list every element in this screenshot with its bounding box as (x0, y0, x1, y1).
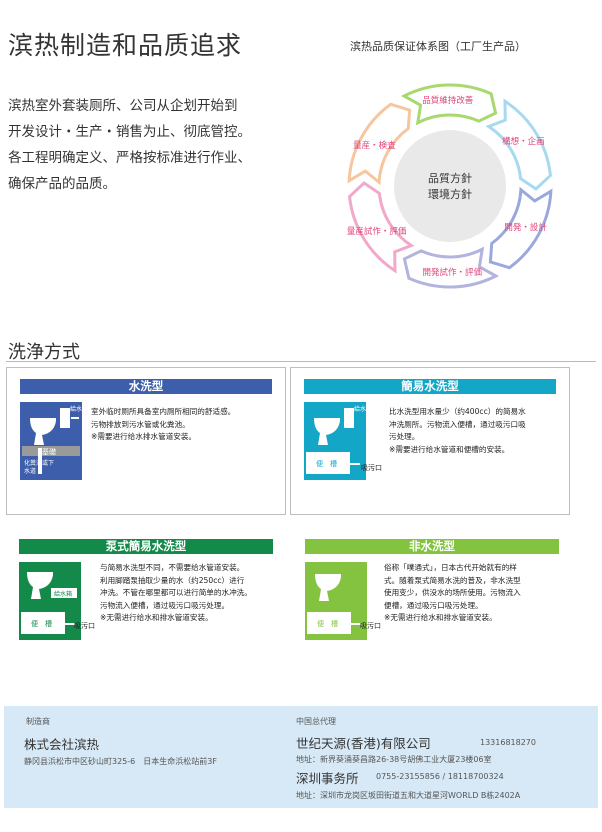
cycle-center-label: 環境方針 (428, 187, 472, 201)
water-supply-tag: 給水 (354, 406, 367, 413)
description-line: 利用脚踏泵抽取少量的水（约250cc）进行 (100, 575, 245, 585)
card-water-flush: 水洗型 給水 基礎 化粪池或下水道 室外临时厕所具备室内厕所相同的舒适感。 污物… (6, 367, 286, 515)
cycle-diagram-title: 滨热品质保证体系图（工厂生产品） (350, 40, 526, 53)
tank-label: 便 槽 (316, 460, 337, 468)
intro-paragraph: 滨热室外套装厕所、公司从企划开始到 开发设计・生产・销售为止、彻底管控。 各工程… (8, 93, 298, 197)
pump-toilet-icon: 給水箱 便 槽 (19, 562, 81, 640)
card-title: 非水洗型 (305, 539, 559, 554)
card-description: 室外临时厕所具备室内厕所相同的舒适感。 污物排放到污水管或化粪池。 ※需要进行给… (91, 406, 281, 444)
outlet-label: 吸污口 (361, 464, 382, 472)
agent-name: 世纪天源(香港)有限公司 (296, 736, 431, 751)
cycle-step-label: 品質維持改善 (422, 95, 474, 106)
outlet-label: 吸污口 (360, 622, 381, 630)
description-line: ※无需进行给水和排水管道安装。 (100, 613, 213, 622)
cycle-step-arrow (347, 102, 412, 186)
description-line: 俗称「噗通式」，日本古代开始就有的样 (384, 563, 517, 572)
description-line: 冲洗厕所。污物流入便槽，通过吸污口吸 (389, 419, 526, 429)
card-description: 俗称「噗通式」，日本古代开始就有的样 式。随着泵式简易水洗的普及，非水洗型 使用… (384, 562, 566, 625)
description-line: ※需要进行给水排水管道安装。 (91, 432, 197, 441)
section-divider (6, 361, 596, 362)
flush-toilet-icon: 給水 基礎 化粪池或下水道 (20, 402, 82, 480)
cycle-center-label: 品質方針 (428, 171, 472, 185)
card-non-flush: 非水洗型 便 槽 吸污口 俗称「噗通式」，日本古代开始就有的样 式。随着泵式简易… (292, 530, 570, 650)
quality-cycle-diagram: 品質維持改善構想・企画開発・設計開発試作・評価 量産試作・評価量産・検査品質方針環… (330, 60, 570, 310)
card-description: 比水洗型用水量少（约400cc）的简易水 冲洗厕所。污物流入便槽，通过吸污口吸 … (389, 406, 565, 456)
cycle-step-label: 量産・検査 (353, 140, 396, 151)
water-tank-tag: 給水箱 (54, 591, 73, 598)
card-title: 泵式簡易水洗型 (19, 539, 273, 554)
cycle-step-label: 開発・設計 (504, 222, 547, 233)
card-description: 与简易水洗型不同，不需要给水管道安装。 利用脚踏泵抽取少量的水（约250cc）进… (100, 562, 284, 625)
cycle-step-arrow (402, 246, 500, 289)
description-line: 便槽，通过吸污口吸污处理。 (384, 600, 483, 610)
intro-line: 开发设计・生产・销售为止、彻底管控。 (8, 124, 251, 140)
cycle-step-label: 量産試作・評価 (347, 226, 407, 237)
description-line: ※无需进行给水和排水管道安装。 (384, 613, 497, 622)
cycle-step-label: 開発試作・評価 (422, 267, 482, 278)
tank-label: 便 槽 (31, 620, 52, 628)
simple-flush-toilet-icon: 給水 便 槽 (304, 402, 366, 480)
maker-name: 株式会社滨热 (24, 737, 100, 752)
description-line: 与简易水洗型不同，不需要给水管道安装。 (100, 563, 245, 572)
description-line: 冲洗。不管在哪里都可以进行简单的水冲洗。 (100, 588, 252, 597)
agent-phone: 13316818270 (480, 738, 536, 747)
description-line: 污物流入便槽，通过吸污口吸污处理。 (100, 600, 230, 610)
description-line: ※需要进行给水管道和便槽的安装。 (389, 444, 510, 454)
description-line: 污物排放到污水管或化粪池。 (91, 419, 190, 429)
intro-line: 各工程明确定义、严格按标准进行作业、 (8, 150, 251, 166)
drain-label: 化粪池或下水道 (24, 460, 55, 475)
outlet-label: 吸污口 (74, 622, 95, 630)
card-title: 水洗型 (20, 379, 272, 394)
agent-label: 中国总代理 (296, 717, 336, 726)
cycle-step-arrow (347, 181, 415, 274)
page-title: 滨热制造和品质追求 (8, 31, 243, 60)
card-simple-flush: 簡易水洗型 給水 便 槽 吸污口 比水洗型用水量少（约400cc）的简易水 冲洗… (290, 367, 570, 515)
description-line: 使用变少，供没水的场所使用。污物流入 (384, 588, 521, 597)
description-line: 比水洗型用水量少（约400cc）的简易水 (389, 407, 526, 416)
cycle-step-arrow (485, 98, 553, 191)
office-name: 深圳事务所 (296, 771, 359, 786)
water-supply-tag: 給水 (70, 406, 83, 413)
cycle-step-arrow (400, 83, 498, 126)
office-phone: 0755-23155856 / 18118700324 (376, 772, 504, 781)
foundation-label: 基礎 (42, 448, 56, 456)
agent-address: 地址：新界葵涌葵昌路26-38号胡佛工业大厦23楼06室 (296, 755, 492, 764)
intro-line: 滨热室外套装厕所、公司从企划开始到 (8, 98, 238, 114)
section-title: 洗浄方式 (8, 342, 80, 363)
contact-footer: 制造商 株式会社滨热 静冈县浜松市中区砂山町325-6 日本生命浜松站前3F 中… (4, 706, 598, 808)
intro-line: 确保产品的品质。 (8, 176, 116, 192)
card-pump-flush: 泵式簡易水洗型 給水箱 便 槽 吸污口 与简易水洗型不同，不需要给水管道安装。 … (6, 530, 284, 650)
office-address: 地址：深圳市龙岗区坂田街道五和大道星河WORLD B栋2402A (296, 791, 521, 800)
non-flush-toilet-icon: 便 槽 (305, 562, 367, 640)
description-line: 室外临时厕所具备室内厕所相同的舒适感。 (91, 407, 236, 416)
cycle-step-label: 構想・企画 (502, 136, 545, 147)
description-line: 式。随着泵式简易水洗的普及，非水洗型 (384, 575, 521, 585)
maker-address: 静冈县浜松市中区砂山町325-6 日本生命浜松站前3F (24, 757, 217, 766)
card-title: 簡易水洗型 (304, 379, 556, 394)
maker-label: 制造商 (26, 717, 50, 726)
cycle-step-arrow (488, 186, 553, 270)
description-line: 污处理。 (389, 432, 420, 441)
tank-label: 便 槽 (317, 620, 338, 628)
cycle-center-circle (394, 130, 506, 242)
